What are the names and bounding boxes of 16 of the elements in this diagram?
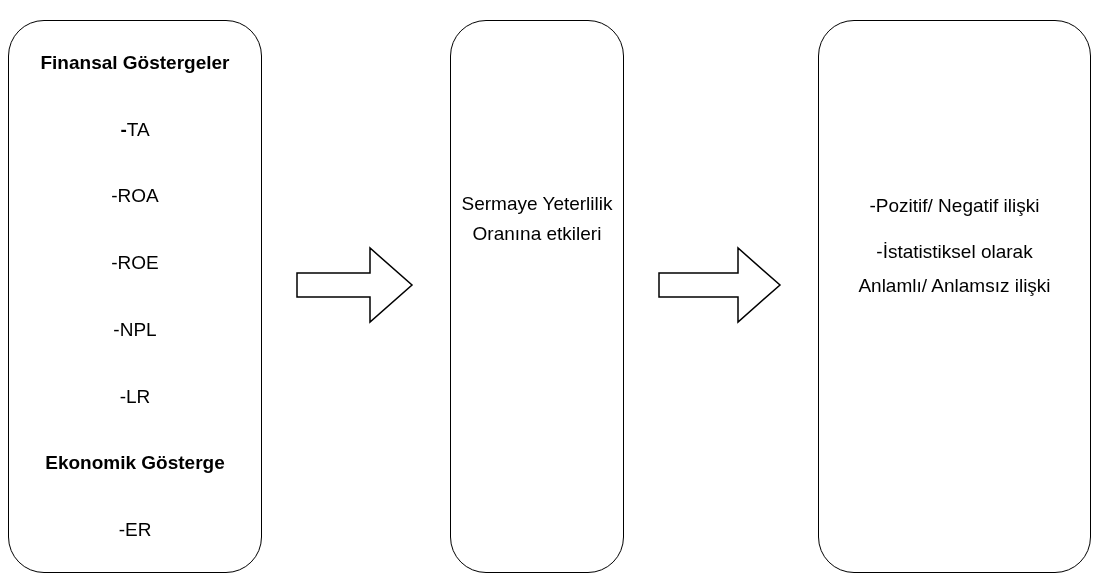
item-text: -ROE	[111, 251, 159, 276]
block-arrow	[658, 246, 782, 324]
rounded-box	[450, 20, 624, 573]
rounded-box	[8, 20, 262, 573]
rounded-box	[818, 20, 1091, 573]
item-text: -Pozitif/ Negatif ilişki	[868, 194, 1041, 218]
item-text: -LR	[119, 384, 151, 409]
heading-text: Finansal Göstergeler	[39, 51, 231, 75]
item-text: Sermaye Yeterlilik Oranına etkileri	[460, 192, 614, 246]
item-text: -İstatistiksel olarak Anlamlı/ Anlamsız ilişki	[857, 240, 1052, 298]
item-text: -ER	[118, 517, 152, 542]
heading-text: Ekonomik Gösterge	[44, 451, 226, 476]
item-text: -NPL	[113, 317, 157, 342]
item-text: -ROA	[111, 184, 159, 209]
block-arrow	[296, 246, 414, 324]
item-text: -TA	[120, 117, 150, 142]
